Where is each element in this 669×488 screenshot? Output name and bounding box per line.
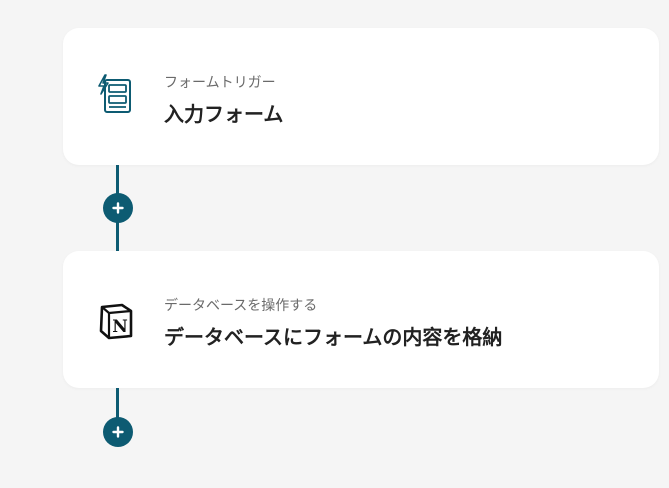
flow-step-form-trigger[interactable]: フォームトリガー 入力フォーム (63, 28, 659, 165)
add-step-button[interactable] (103, 193, 133, 223)
step-title: 入力フォーム (164, 102, 284, 126)
step-subtitle: フォームトリガー (164, 75, 276, 91)
notion-icon: N (96, 299, 136, 343)
svg-text:N: N (112, 317, 128, 337)
step-subtitle: データベースを操作する (164, 298, 318, 314)
plus-icon (112, 426, 124, 438)
plus-icon (112, 202, 124, 214)
add-step-button[interactable] (103, 417, 133, 447)
connector-line (116, 388, 119, 432)
form-trigger-icon (96, 73, 136, 117)
step-title: データベースにフォームの内容を格納 (164, 325, 503, 349)
flow-step-notion-database[interactable]: N データベースを操作する データベースにフォームの内容を格納 (63, 251, 659, 388)
